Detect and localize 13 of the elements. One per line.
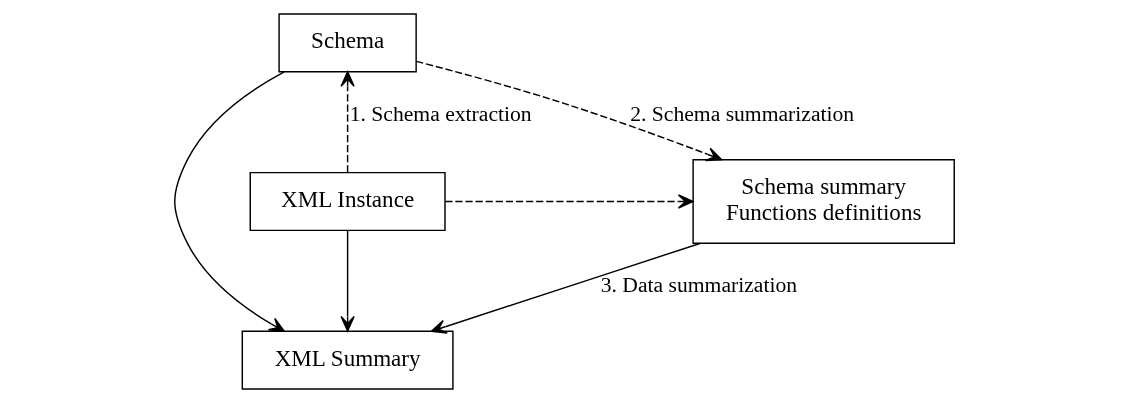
- edge-label: 3. Data summarization: [600, 273, 798, 298]
- edge-label: 2. Schema summarization: [630, 101, 855, 126]
- node-box: XML Summary: [241, 330, 454, 390]
- arrow: [340, 229, 355, 332]
- edge-label: 1. Schema extraction: [349, 101, 532, 126]
- node-box: Schema summary Functions definitions: [692, 158, 955, 245]
- arrow: [415, 60, 723, 162]
- node-box: Schema: [278, 13, 417, 73]
- node-box: XML Instance: [249, 171, 446, 232]
- arrow: [174, 71, 285, 332]
- arrow: [444, 194, 694, 209]
- arrow: [430, 242, 701, 334]
- arrow: [340, 71, 355, 174]
